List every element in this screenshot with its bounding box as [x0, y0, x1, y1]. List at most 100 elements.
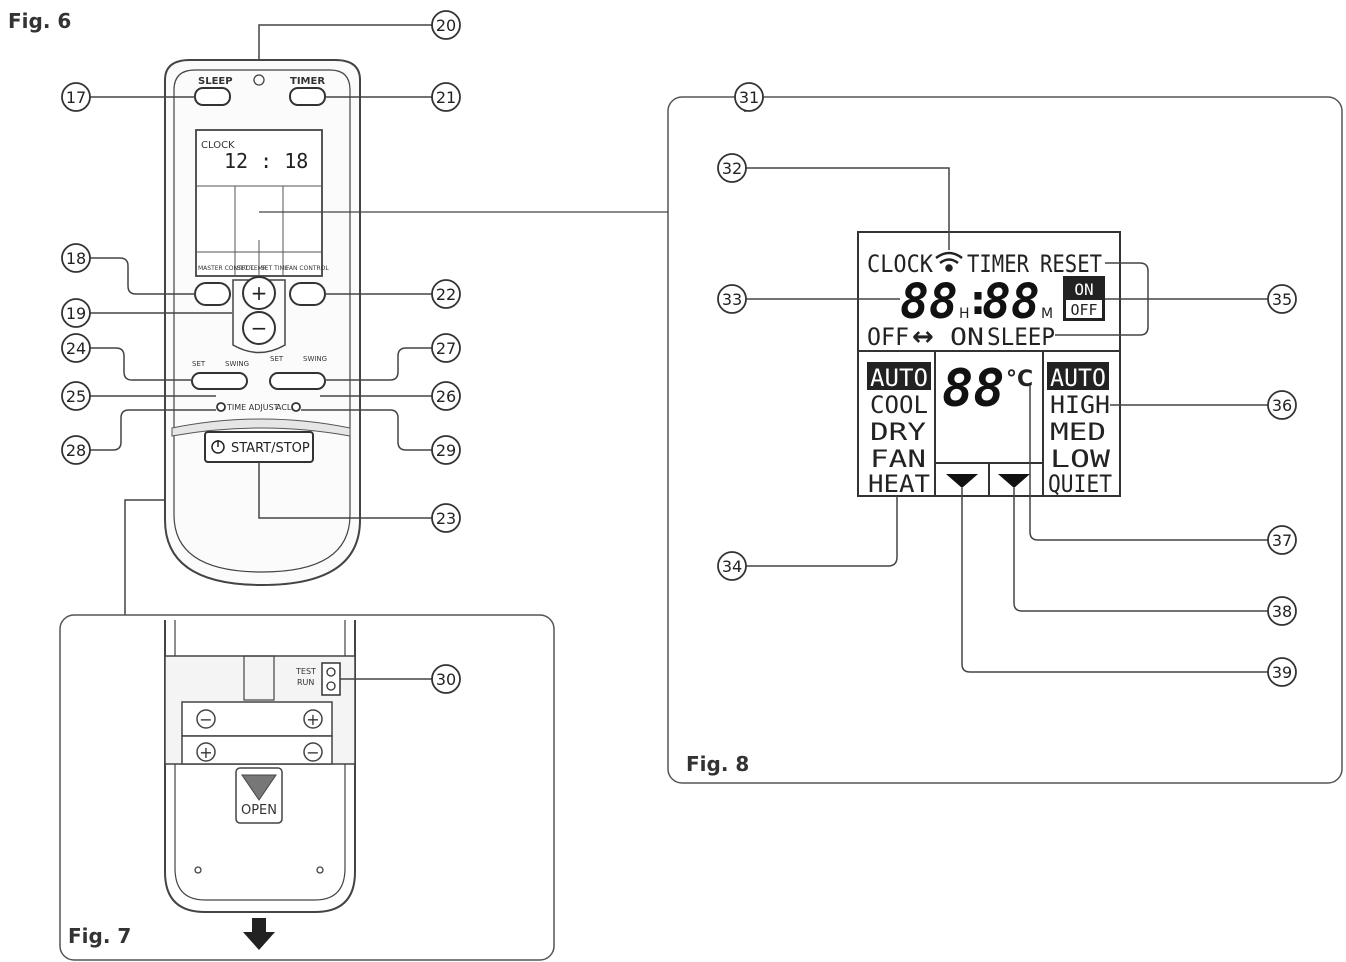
time-adjust-label: TIME ADJUST — [226, 403, 279, 412]
fig8-label: Fig. 8 — [686, 752, 749, 776]
mode-dry: DRY — [870, 418, 927, 446]
louver-left-icon — [946, 474, 978, 488]
callout-number: 25 — [66, 387, 86, 406]
callout-number: 37 — [1272, 531, 1292, 550]
callout-25: 25 — [61, 381, 91, 411]
callout-32: 32 — [717, 153, 747, 183]
vertical-swing-button[interactable] — [191, 372, 248, 390]
time-adjust-button[interactable] — [216, 402, 226, 412]
fan-quiet: QUIET — [1048, 470, 1112, 498]
fan-control-button[interactable] — [289, 282, 326, 306]
lcd-minute-marker: M — [1041, 306, 1053, 322]
fan-auto-highlight — [1047, 362, 1109, 390]
clock-icon — [253, 74, 265, 86]
lcd-on: ON — [1074, 280, 1093, 299]
callout-37: 37 — [1267, 525, 1297, 555]
master-control-label: MASTER CONTROL — [198, 265, 255, 272]
fig8-leaders — [744, 97, 1268, 673]
callout-number: 33 — [722, 290, 742, 309]
sleep-button[interactable] — [194, 87, 231, 106]
fan-control-label: FAN CONTROL — [286, 265, 329, 272]
screw-right — [316, 866, 324, 874]
fig7-label: Fig. 7 — [68, 924, 131, 948]
test-run-switch[interactable] — [321, 662, 341, 696]
callout-number: 39 — [1272, 663, 1292, 682]
mode-fan: FAN — [870, 445, 926, 473]
lcd-top-section: CLOCK TIMER RESET 88 H : 88 M ON OFF OFF… — [867, 250, 1105, 352]
callout-36: 36 — [1267, 390, 1297, 420]
lcd-arrow: ↔ — [912, 322, 934, 352]
adjust-row: TIME ADJUST ACL — [216, 402, 301, 412]
lcd-reset: RESET — [1040, 250, 1102, 278]
callout-24: 24 — [61, 333, 91, 363]
lcd-colon: : — [970, 278, 986, 324]
louver-right-icon — [998, 474, 1030, 488]
lcd-off: OFF — [1070, 301, 1097, 319]
callout-number: 32 — [722, 159, 742, 178]
callout-number: 38 — [1272, 602, 1292, 621]
remote-top-row: SLEEP TIMER — [194, 74, 326, 106]
battery-minus-bottom: − — [306, 743, 319, 762]
callout-17: 17 — [61, 82, 91, 112]
lcd-temp-unit: °C — [1006, 367, 1033, 392]
remote-clock-label: CLOCK — [201, 140, 235, 151]
remote-clock-time: 12 : 18 — [224, 149, 308, 173]
battery-markings: − + + − — [196, 709, 323, 762]
callout-number: 21 — [436, 88, 456, 107]
signal-icon — [935, 251, 963, 272]
callout-number: 34 — [722, 557, 742, 576]
battery-plus-bottom: + — [199, 743, 212, 762]
fig6-leaders — [90, 24, 432, 615]
minus-button[interactable]: − — [242, 311, 276, 345]
swing-row: SET SWING SET SWING — [191, 355, 327, 390]
horizontal-swing-button[interactable] — [269, 372, 326, 390]
lcd-timer: TIMER — [967, 250, 1029, 278]
battery-plus-top: + — [306, 710, 319, 729]
lcd-hour-marker: H — [959, 306, 970, 322]
minus-symbol: − — [251, 316, 268, 340]
start-stop-button[interactable]: START/STOP — [204, 431, 314, 463]
mode-heat: HEAT — [868, 470, 930, 498]
lcd-sleep: SLEEP — [987, 323, 1055, 351]
callout-18: 18 — [61, 243, 91, 273]
set-time-label: SET TIME — [261, 265, 289, 272]
remote-screen: CLOCK 12 : 18 MASTER CONTROL SET TEMP. S… — [195, 129, 329, 277]
lcd-fan-column: AUTO HIGH MED LOW QUIET — [1047, 362, 1112, 498]
fan-low: LOW — [1050, 445, 1111, 473]
open-label: OPEN — [241, 803, 277, 818]
callout-number: 30 — [436, 670, 456, 689]
callout-20: 20 — [431, 10, 461, 40]
callout-number: 20 — [436, 16, 456, 35]
callout-number: 26 — [436, 387, 456, 406]
callout-number: 24 — [66, 339, 86, 358]
fan-high: HIGH — [1050, 391, 1110, 419]
callout-number: 35 — [1272, 290, 1292, 309]
down-arrow-icon — [243, 918, 275, 950]
callout-number: 29 — [436, 441, 456, 460]
callout-23: 23 — [431, 503, 461, 533]
acl-button[interactable] — [291, 402, 301, 412]
callout-33: 33 — [717, 284, 747, 314]
callout-number: 28 — [66, 441, 86, 460]
open-tab[interactable]: OPEN — [235, 767, 283, 824]
callout-number: 17 — [66, 88, 86, 107]
fig6-label: Fig. 6 — [8, 9, 71, 33]
callout-number: 31 — [739, 88, 759, 107]
callout-number: 23 — [436, 509, 456, 528]
lcd-off-text: OFF — [867, 323, 909, 351]
master-control-button[interactable] — [194, 282, 231, 306]
plus-button[interactable]: + — [242, 276, 276, 310]
timer-button[interactable] — [289, 87, 326, 106]
test-label: TEST — [295, 667, 316, 676]
callout-31: 31 — [734, 82, 764, 112]
fig8-frame — [667, 96, 1343, 784]
callout-27: 27 — [431, 333, 461, 363]
callout-19: 19 — [61, 298, 91, 328]
lcd-mode-column: AUTO COOL DRY FAN HEAT — [867, 362, 931, 498]
lcd-minutes: 88 — [982, 274, 1040, 330]
mode-cool: COOL — [870, 391, 928, 419]
lcd-temp-section: 88 °C — [942, 359, 1033, 488]
battery-minus-top: − — [199, 710, 212, 729]
fig7-frame — [59, 614, 555, 961]
acl-label: ACL — [276, 403, 292, 412]
